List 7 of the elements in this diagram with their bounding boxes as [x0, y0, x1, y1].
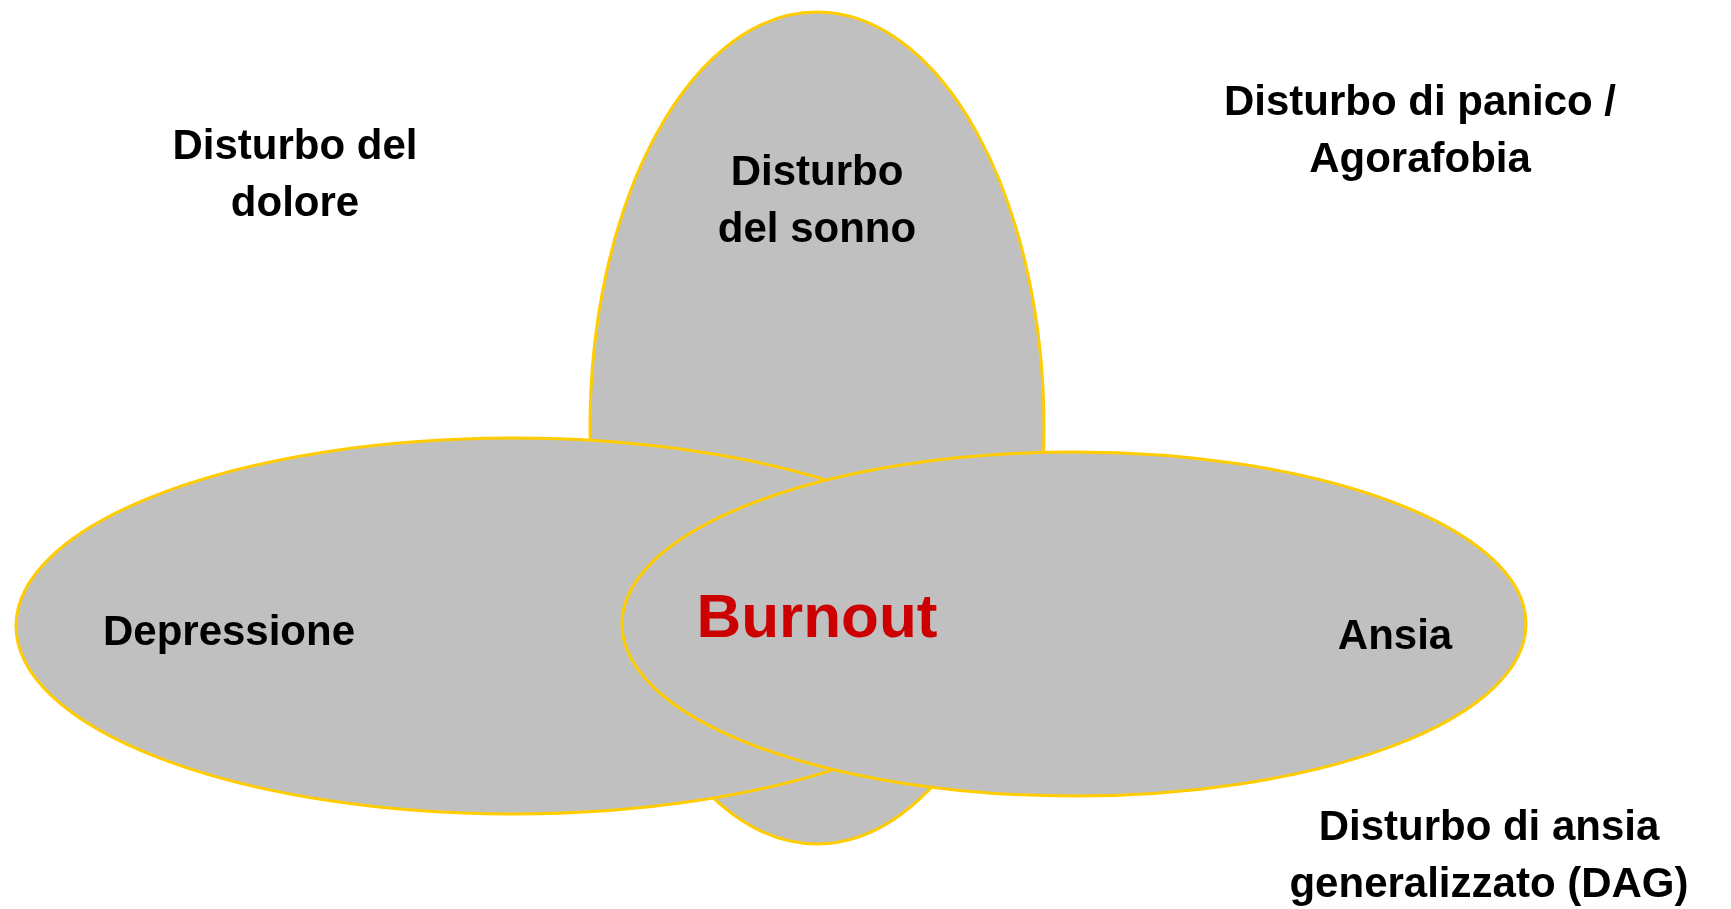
label-text: Disturbo del dolore [171, 120, 419, 227]
ellipse-label: Disturbo del sonno [717, 146, 917, 253]
ellipse-label: Ansia [1336, 610, 1454, 660]
label-text: Disturbo di panico / Agorafobia [1223, 76, 1617, 183]
label-text: Disturbo di ansia generalizzato (DAG) [1288, 801, 1690, 908]
label-text: Burnout [695, 587, 939, 644]
ellipse-label: Depressione [101, 606, 357, 656]
